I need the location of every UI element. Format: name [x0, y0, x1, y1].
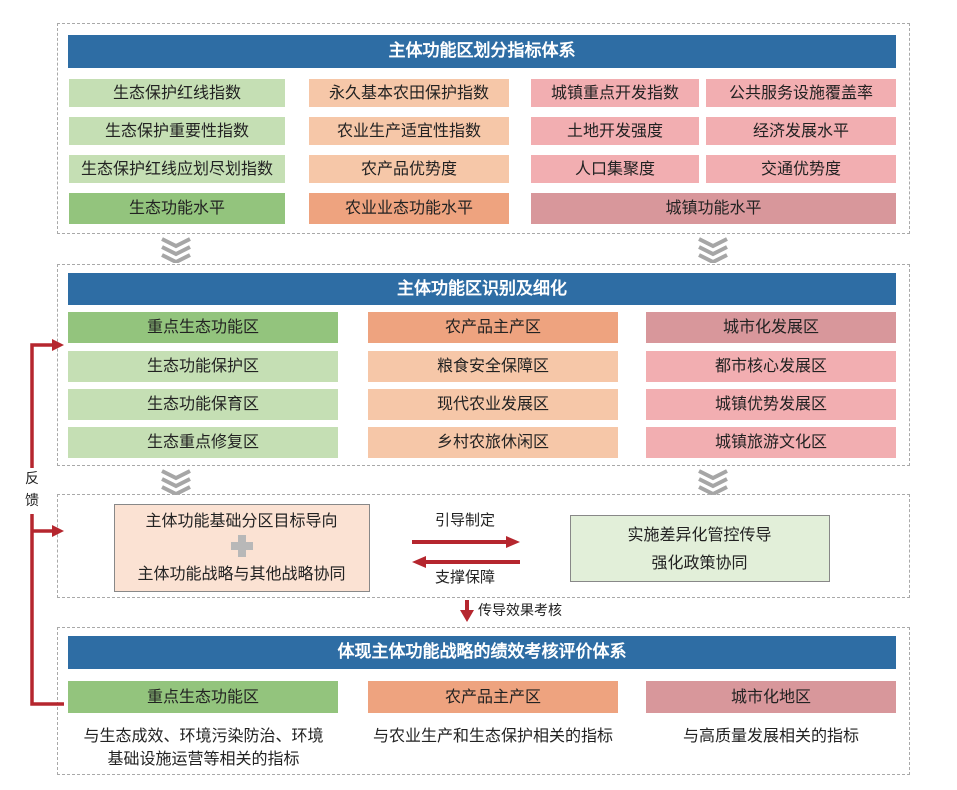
agri-zone-3: 乡村农旅休闲区 — [368, 427, 618, 458]
chevron-down-icon — [160, 237, 192, 263]
urban-zone-head: 城市化发展区 — [646, 312, 896, 343]
eco-indicator-2: 生态保护重要性指数 — [69, 117, 285, 145]
feedback-char-1: 反 — [25, 471, 39, 487]
support-label: 支撑保障 — [434, 568, 495, 587]
feedback-label: 反 馈 — [20, 468, 44, 514]
agri-indicator-1: 永久基本农田保护指数 — [309, 79, 509, 107]
agri-indicator-2: 农业生产适宜性指数 — [309, 117, 509, 145]
transfer-label: 传导效果考核 — [478, 602, 562, 619]
eval-agri-note: 与农业生产和生态保护相关的指标 — [372, 726, 613, 745]
eval-urban-head: 城市化地区 — [646, 681, 896, 713]
policy-line1: 实施差异化管控传导 — [627, 524, 772, 544]
eval-eco-head: 重点生态功能区 — [68, 681, 338, 713]
agri-function-level: 农业业态功能水平 — [309, 193, 509, 224]
left-arrow-icon — [412, 553, 520, 572]
eval-urban-note: 与高质量发展相关的指标 — [682, 726, 859, 745]
agri-indicator-3: 农产品优势度 — [309, 155, 509, 183]
feedback-loop — [0, 0, 70, 790]
evaluation-section — [57, 627, 910, 775]
indicator-system-section — [57, 23, 910, 234]
urban-indicator-2: 土地开发强度 — [531, 117, 699, 145]
chevron-down-icon — [697, 237, 729, 263]
right-arrow-icon — [412, 533, 520, 552]
urban-indicator-5: 经济发展水平 — [706, 117, 896, 145]
eco-zone-2: 生态功能保育区 — [68, 389, 338, 420]
chevron-down-icon — [160, 469, 192, 495]
urban-indicator-6: 交通优势度 — [706, 155, 896, 183]
urban-indicator-3: 人口集聚度 — [531, 155, 699, 183]
eco-indicator-1: 生态保护红线指数 — [69, 79, 285, 107]
urban-zone-2: 城镇优势发展区 — [646, 389, 896, 420]
zone-identification-section — [57, 264, 910, 466]
strategy-target-line2: 主体功能战略与其他战略协同 — [137, 563, 346, 583]
agri-zone-1: 粮食安全保障区 — [368, 351, 618, 382]
down-arrow-icon — [460, 600, 474, 626]
eco-indicator-3: 生态保护红线应划尽划指数 — [69, 155, 285, 183]
urban-zone-1: 都市核心发展区 — [646, 351, 896, 382]
agri-zone-head: 农产品主产区 — [368, 312, 618, 343]
eco-function-level: 生态功能水平 — [69, 193, 285, 224]
strategy-target-line1: 主体功能基础分区目标导向 — [145, 510, 338, 530]
chevron-down-icon — [697, 469, 729, 495]
eco-zone-head: 重点生态功能区 — [68, 312, 338, 343]
zone-identification-title: 主体功能区识别及细化 — [68, 273, 896, 305]
strategy-target-box: 主体功能基础分区目标导向 主体功能战略与其他战略协同 — [114, 504, 370, 592]
eco-zone-1: 生态功能保护区 — [68, 351, 338, 382]
evaluation-title: 体现主体功能战略的绩效考核评价体系 — [68, 636, 896, 669]
eval-eco-note: 与生态成效、环境污染防治、环境基础设施运营等相关的指标 — [83, 726, 324, 769]
urban-indicator-4: 公共服务设施覆盖率 — [706, 79, 896, 107]
feedback-char-2: 馈 — [25, 493, 39, 509]
guide-label: 引导制定 — [434, 511, 495, 530]
urban-zone-3: 城镇旅游文化区 — [646, 427, 896, 458]
policy-coordination-box: 实施差异化管控传导 强化政策协同 — [570, 515, 830, 582]
agri-zone-2: 现代农业发展区 — [368, 389, 618, 420]
indicator-system-title: 主体功能区划分指标体系 — [68, 35, 896, 68]
policy-line2: 强化政策协同 — [651, 552, 748, 572]
plus-icon — [231, 535, 253, 557]
urban-indicator-1: 城镇重点开发指数 — [531, 79, 699, 107]
strategy-coordination-section — [57, 494, 910, 598]
eval-agri-head: 农产品主产区 — [368, 681, 618, 713]
urban-function-level: 城镇功能水平 — [531, 193, 896, 224]
eco-zone-3: 生态重点修复区 — [68, 427, 338, 458]
